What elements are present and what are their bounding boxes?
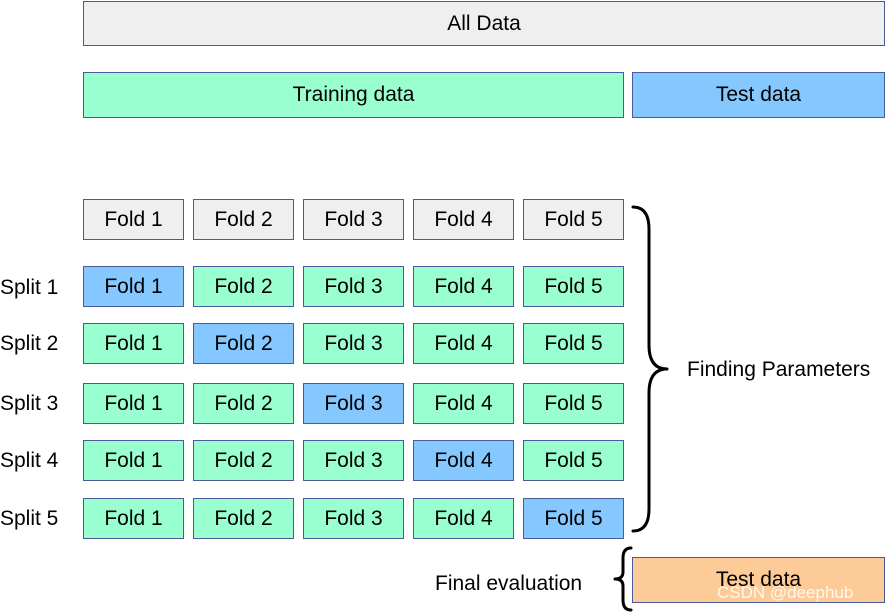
split-5-fold-5-test: Fold 5	[523, 498, 624, 539]
fold-label: Fold 4	[434, 506, 493, 530]
split-4-fold-5-train: Fold 5	[523, 440, 624, 481]
split-3-fold-4-train: Fold 4	[413, 383, 514, 424]
fold-label: Fold 2	[214, 391, 273, 415]
fold-header-4: Fold 4	[413, 199, 514, 240]
fold-header-label: Fold 1	[104, 207, 163, 231]
finding-parameters-brace	[631, 205, 669, 533]
fold-label: Fold 1	[104, 331, 163, 355]
test-data-box: Test data	[632, 72, 885, 118]
fold-label: Fold 5	[544, 506, 603, 530]
fold-header-5: Fold 5	[523, 199, 624, 240]
split-4-fold-1-train: Fold 1	[83, 440, 184, 481]
split-2-fold-2-test: Fold 2	[193, 323, 294, 364]
fold-label: Fold 3	[324, 274, 383, 298]
fold-label: Fold 2	[214, 506, 273, 530]
fold-label: Fold 1	[104, 274, 163, 298]
split-1-fold-2-train: Fold 2	[193, 266, 294, 307]
split-3-fold-3-test: Fold 3	[303, 383, 404, 424]
training-data-box: Training data	[83, 72, 624, 118]
fold-label: Fold 2	[214, 448, 273, 472]
fold-header-label: Fold 2	[214, 207, 273, 231]
split-2-fold-3-train: Fold 3	[303, 323, 404, 364]
all-data-label: All Data	[447, 11, 521, 35]
fold-header-1: Fold 1	[83, 199, 184, 240]
fold-label: Fold 3	[324, 448, 383, 472]
fold-header-label: Fold 3	[324, 207, 383, 231]
split-1-fold-4-train: Fold 4	[413, 266, 514, 307]
final-test-data-box: Test data	[632, 557, 885, 603]
split-3-fold-1-train: Fold 1	[83, 383, 184, 424]
training-data-label: Training data	[292, 83, 415, 106]
split-5-fold-1-train: Fold 1	[83, 498, 184, 539]
split-4-fold-2-train: Fold 2	[193, 440, 294, 481]
split-4-fold-4-test: Fold 4	[413, 440, 514, 481]
fold-label: Fold 5	[544, 391, 603, 415]
fold-label: Fold 1	[104, 448, 163, 472]
split-1-fold-3-train: Fold 3	[303, 266, 404, 307]
split-3-fold-2-train: Fold 2	[193, 383, 294, 424]
split-5-fold-3-train: Fold 3	[303, 498, 404, 539]
split-5-fold-2-train: Fold 2	[193, 498, 294, 539]
fold-label: Fold 2	[214, 331, 273, 355]
fold-header-3: Fold 3	[303, 199, 404, 240]
fold-label: Fold 3	[324, 391, 383, 415]
split-label-1: Split 1	[0, 276, 59, 299]
fold-header-2: Fold 2	[193, 199, 294, 240]
all-data-box: All Data	[83, 1, 885, 46]
fold-header-label: Fold 4	[434, 207, 493, 231]
split-5-fold-4-train: Fold 4	[413, 498, 514, 539]
fold-label: Fold 5	[544, 448, 603, 472]
split-4-fold-3-train: Fold 3	[303, 440, 404, 481]
split-1-fold-1-test: Fold 1	[83, 266, 184, 307]
fold-label: Fold 5	[544, 274, 603, 298]
fold-label: Fold 3	[324, 331, 383, 355]
final-test-data-label: Test data	[715, 568, 802, 591]
fold-label: Fold 5	[544, 331, 603, 355]
watermark: CSDN @deephub	[717, 583, 854, 602]
split-2-fold-4-train: Fold 4	[413, 323, 514, 364]
split-label-4: Split 4	[0, 449, 59, 472]
finding-parameters-label: Finding Parameters	[687, 358, 871, 381]
fold-label: Fold 4	[434, 448, 493, 472]
fold-label: Fold 3	[324, 506, 383, 530]
fold-header-label: Fold 5	[544, 207, 603, 231]
final-evaluation-label: Final evaluation	[435, 572, 583, 595]
split-label-3: Split 3	[0, 392, 59, 415]
split-1-fold-5-train: Fold 5	[523, 266, 624, 307]
split-2-fold-1-train: Fold 1	[83, 323, 184, 364]
split-2-fold-5-train: Fold 5	[523, 323, 624, 364]
split-label-2: Split 2	[0, 332, 59, 355]
split-3-fold-5-train: Fold 5	[523, 383, 624, 424]
fold-label: Fold 2	[214, 274, 273, 298]
fold-label: Fold 4	[434, 331, 493, 355]
fold-label: Fold 4	[434, 391, 493, 415]
fold-label: Fold 4	[434, 274, 493, 298]
test-data-label: Test data	[715, 83, 802, 106]
split-label-5: Split 5	[0, 507, 59, 530]
final-evaluation-brace	[613, 546, 633, 612]
fold-label: Fold 1	[104, 506, 163, 530]
fold-label: Fold 1	[104, 391, 163, 415]
